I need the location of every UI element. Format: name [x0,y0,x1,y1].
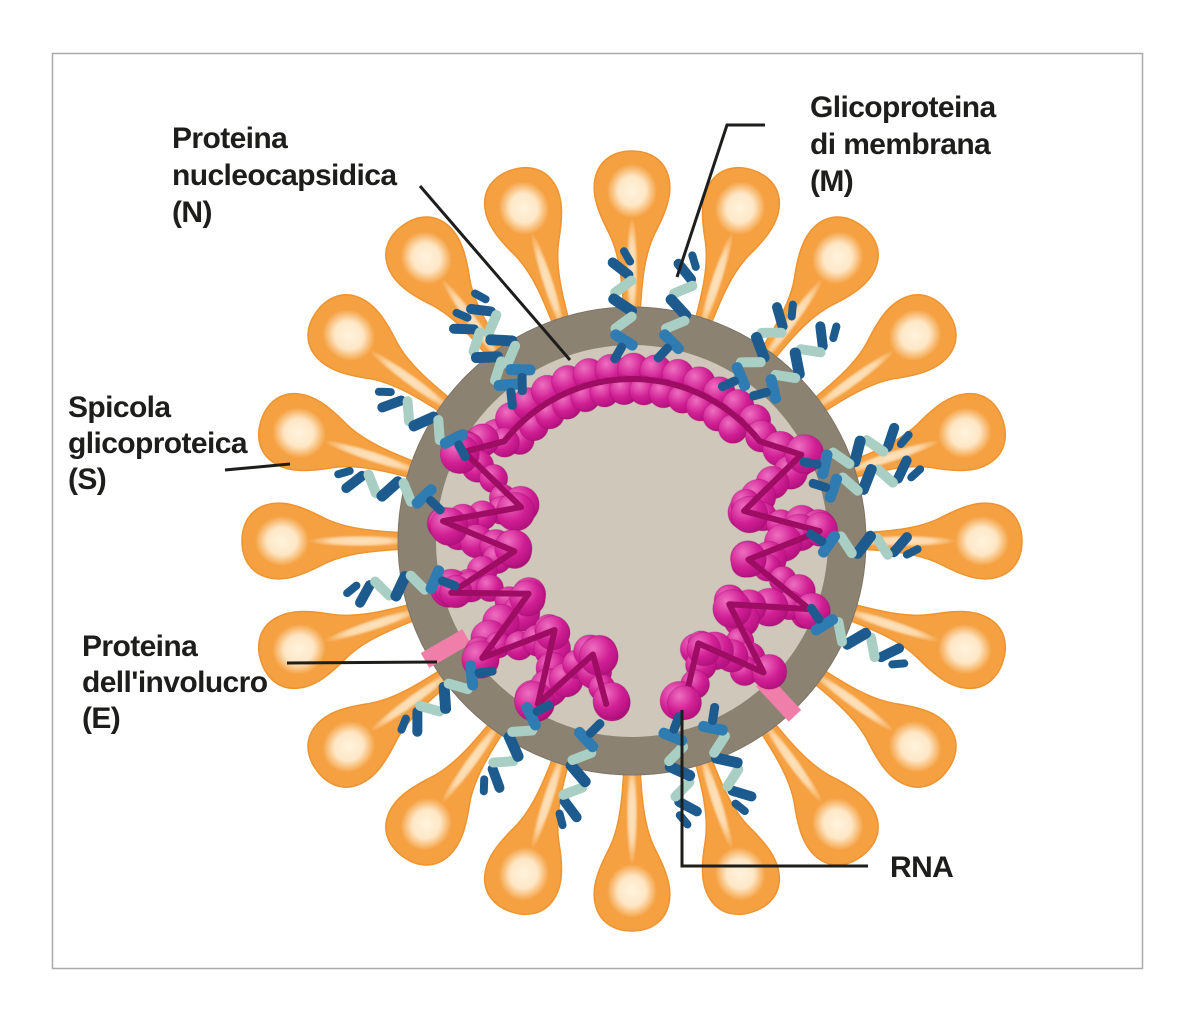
leader-line-nucleocapsid [418,185,572,361]
leader-line-envelope [286,660,438,665]
rna-strand [440,375,823,721]
label-rna-line1: RNA [890,851,953,884]
label-s-line1: Spicola [68,391,171,424]
label-n-line3: (N) [172,196,212,229]
label-s-line2: glicoproteica [68,427,248,460]
label-m-line3: (M) [810,165,853,198]
label-m-line1: Glicoproteina [810,91,996,124]
label-membrane-glycoprotein: Glicoproteina di membrana (M) [810,91,1003,198]
label-n-line1: Proteina [172,122,288,155]
label-s-line3: (S) [68,463,106,496]
label-n-line2: nucleocapsidica [172,159,397,192]
leader-line-spike [224,462,291,472]
label-nucleocapsid-protein: Proteina nucleocapsidica (N) [172,122,404,229]
label-spike-glycoprotein: Spicola glicoproteica (S) [68,391,255,496]
label-e-line3: (E) [82,702,120,735]
leader-line-membrane [675,123,765,278]
leader-line-rna [680,710,868,868]
label-rna: RNA [890,851,953,884]
label-e-line2: dell'involucro [82,666,268,699]
label-envelope-protein: Proteina dell'involucro (E) [82,630,275,735]
label-e-line1: Proteina [82,630,198,663]
label-m-line2: di membrana [810,128,991,161]
virus-body [241,150,1023,932]
